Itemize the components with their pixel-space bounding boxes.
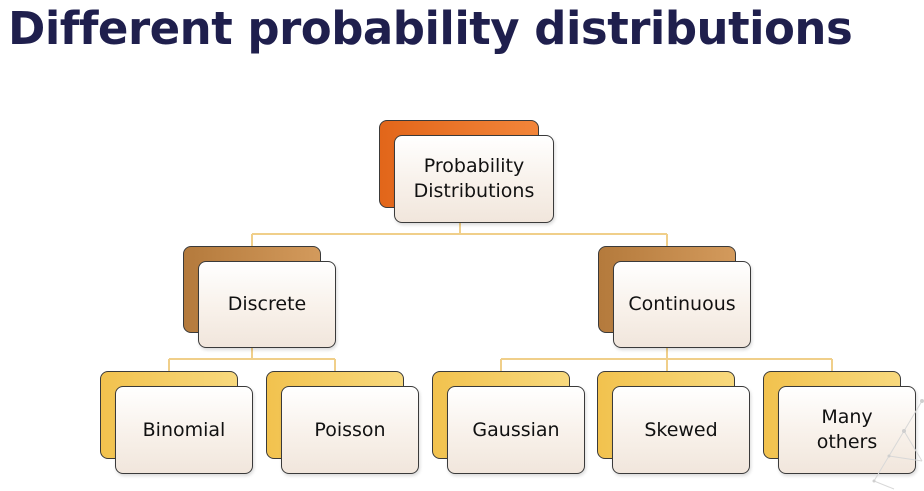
node-label: Skewed xyxy=(644,418,718,441)
slide-title: Different probability distributions xyxy=(8,2,853,55)
node-label: Gaussian xyxy=(472,418,560,441)
node-label: Binomial xyxy=(142,418,226,441)
node-box: Gaussian xyxy=(447,386,585,474)
node-box: Binomial xyxy=(115,386,253,474)
node-label-line2: others xyxy=(816,431,878,453)
node-box: Probability Distributions xyxy=(394,135,554,223)
node-label-line2: Distributions xyxy=(413,180,535,202)
node-label: Poisson xyxy=(314,418,386,441)
node-label-line1: Probability xyxy=(423,155,525,178)
node-box: Continuous xyxy=(613,261,751,348)
node-label: Continuous xyxy=(628,293,736,316)
node-box: Discrete xyxy=(198,261,336,348)
node-label: Discrete xyxy=(227,293,307,316)
node-box: Poisson xyxy=(281,386,419,474)
node-box: Many others xyxy=(778,386,916,474)
node-label-line1: Many xyxy=(821,406,873,429)
decorative-network-graphic xyxy=(872,399,924,490)
node-box: Skewed xyxy=(612,386,750,474)
